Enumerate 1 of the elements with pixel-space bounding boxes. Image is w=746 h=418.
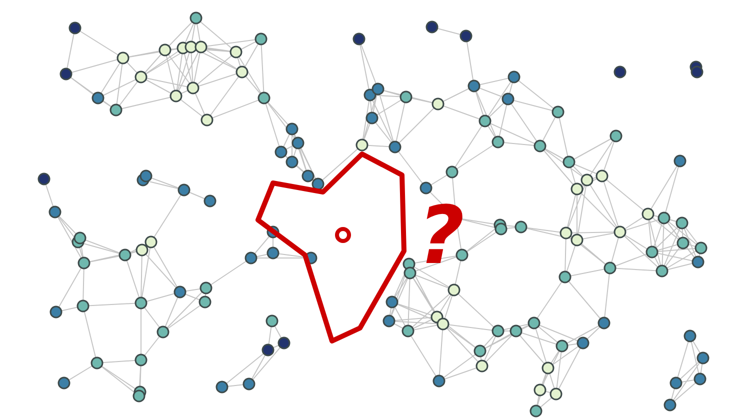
question-mark: ? (418, 196, 464, 276)
